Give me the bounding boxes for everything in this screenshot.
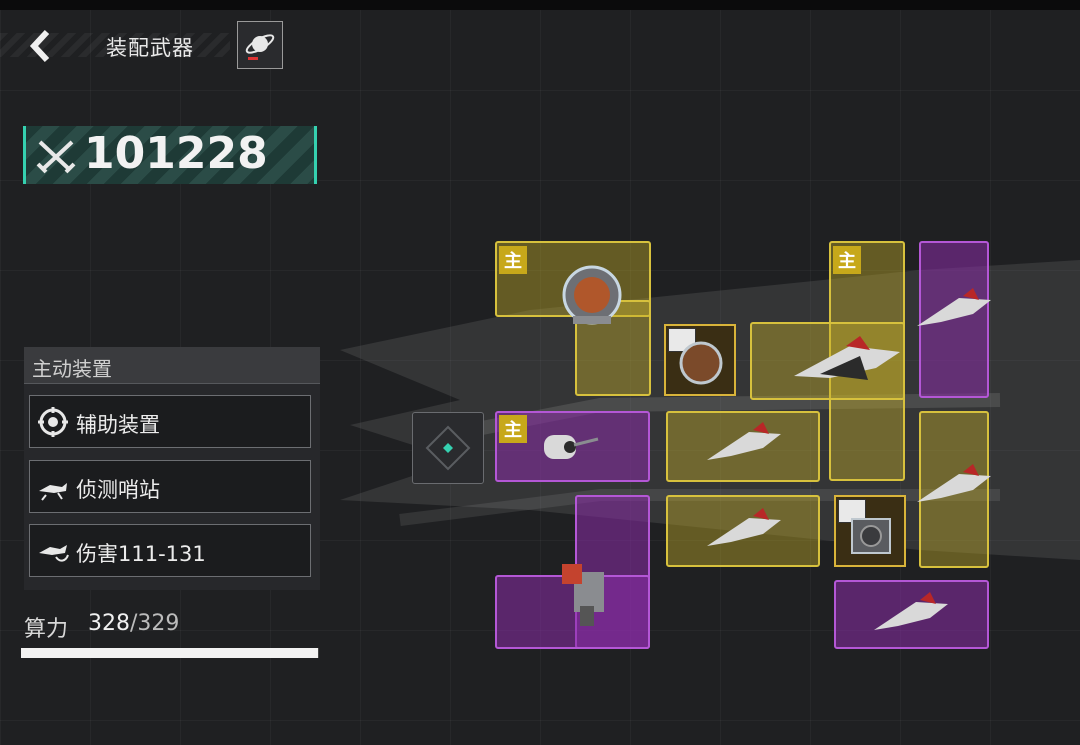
module-badge-icon <box>668 328 696 352</box>
damage-drone-icon <box>39 545 69 562</box>
module-slot-2[interactable] <box>834 495 906 567</box>
fighter-icon <box>707 508 781 546</box>
missile-launcher-icon <box>562 564 604 626</box>
device-panel-header: 主动装置 <box>24 347 320 384</box>
crossed-swords-icon <box>36 140 76 174</box>
compute-bar <box>21 648 319 658</box>
assist-device-button[interactable]: 辅助装置 <box>29 395 311 448</box>
compute-total: 329 <box>137 611 180 636</box>
fighter-icon <box>917 464 991 502</box>
chevron-left-icon <box>29 29 50 63</box>
device-panel-title: 主动装置 <box>32 357 112 381</box>
assist-device-label: 辅助装置 <box>76 413 160 437</box>
compute-separator: / <box>130 611 138 636</box>
engine-module-icon <box>851 518 891 554</box>
fighter-main-icon <box>794 336 900 380</box>
combat-power: 101228 <box>23 126 317 184</box>
main-slot-tag: 主 <box>499 246 527 274</box>
damage-device-label: 伤害111-131 <box>76 542 206 566</box>
main-slot-tag-2: 主 <box>833 246 861 274</box>
back-button[interactable] <box>24 28 60 64</box>
planet-icon <box>245 34 275 60</box>
fighter-icon <box>917 288 991 326</box>
compute-value: 328/329 <box>88 611 179 636</box>
socket-diamond-icon <box>425 425 471 471</box>
combat-power-value: 101228 <box>84 128 268 179</box>
compute-used: 328 <box>88 611 130 636</box>
top-edge <box>0 0 1080 10</box>
scout-outpost-label: 侦测哨站 <box>76 478 160 502</box>
weapon-slot-purple-1[interactable] <box>919 241 989 398</box>
socket-slot[interactable] <box>412 412 484 484</box>
main-slot-tag-3: 主 <box>499 415 527 443</box>
reactor-module-icon <box>679 341 723 385</box>
module-slot-1[interactable] <box>664 324 736 396</box>
damage-device-button[interactable]: 伤害111-131 <box>29 524 311 577</box>
target-icon <box>38 407 68 437</box>
fighter-icon <box>874 592 948 630</box>
fighter-icon <box>707 422 781 460</box>
scout-drone-icon <box>39 483 67 501</box>
weapon-slot-yellow-3[interactable] <box>666 495 820 567</box>
scout-outpost-button[interactable]: 侦测哨站 <box>29 460 311 513</box>
compute-label: 算力 <box>24 617 69 642</box>
planet-button[interactable] <box>237 21 283 69</box>
weapon-slot-purple-3-ext[interactable] <box>495 575 650 649</box>
page-title: 装配武器 <box>106 36 194 60</box>
turret-weapon-icon <box>544 435 599 459</box>
compute-bar-fill <box>21 648 319 658</box>
shield-orb-weapon-icon <box>562 265 622 325</box>
